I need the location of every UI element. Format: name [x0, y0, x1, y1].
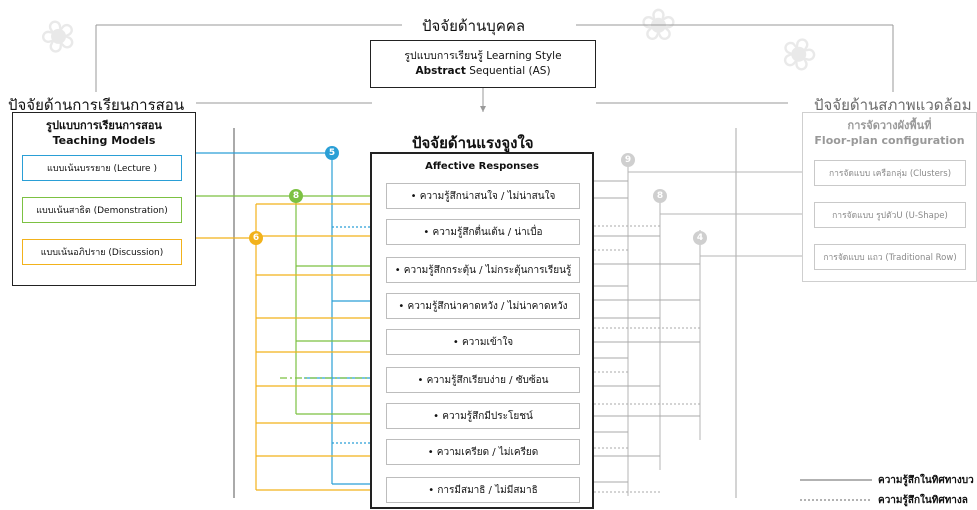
demonstration-badge: 8 [289, 189, 303, 203]
teaching-model-discussion: แบบเน้นอภิปราย (Discussion) [22, 239, 182, 265]
learning-style-line2: Abstract Sequential (AS) [415, 64, 550, 79]
learning-style-box: รูปแบบการเรียนรู้ Learning Style Abstrac… [370, 40, 596, 88]
environment-badge-3: 4 [693, 231, 707, 245]
affective-item-expectation: • ความรู้สึกน่าคาดหวัง / ไม่น่าคาดหวัง [386, 293, 580, 319]
teaching-model-demonstration: แบบเน้นสาธิต (Demonstration) [22, 197, 182, 223]
teaching-models-title-th: รูปแบบการเรียนการสอน [46, 119, 162, 132]
floor-plan-clusters: การจัดแบบ เครือกลุ่ม (Clusters) [814, 160, 966, 186]
learning-style-sequential: Sequential (AS) [465, 65, 551, 77]
environment-badge-1: 9 [621, 153, 635, 167]
floor-plan-traditional-row: การจัดแบบ แถว (Traditional Row) [814, 244, 966, 270]
floor-plan-u-shape: การจัดแบบ รูปตัวU (U-Shape) [814, 202, 966, 228]
motivation-factor-header: ปัจจัยด้านแรงจูงใจ [412, 134, 534, 152]
affective-item-concentration: • การมีสมาธิ / ไม่มีสมาธิ [386, 477, 580, 503]
affective-responses-title: Affective Responses [425, 161, 539, 172]
learning-style-abstract: Abstract [415, 65, 466, 77]
affective-item-stress: • ความเครียด / ไม่เครียด [386, 439, 580, 465]
environment-factor-header: ปัจจัยด้านสภาพแวดล้อม [810, 93, 976, 117]
personal-factor-header: ปัจจัยด้านบุคคล [418, 14, 530, 38]
learning-style-line1: รูปแบบการเรียนรู้ Learning Style [404, 50, 562, 62]
affective-item-interest: • ความรู้สึกน่าสนใจ / ไม่น่าสนใจ [386, 183, 580, 209]
teaching-model-lecture: แบบเน้นบรรยาย (Lecture ) [22, 155, 182, 181]
affective-item-excitement: • ความรู้สึกตื่นเต้น / น่าเบื่อ [386, 219, 580, 245]
legend-dotted-label: ความรู้สึกในทิศทางล [878, 495, 968, 506]
teaching-models-title-en: Teaching Models [52, 134, 156, 147]
affective-item-stimulation: • ความรู้สึกกระตุ้น / ไม่กระตุ้นการเรียน… [386, 257, 580, 283]
affective-item-usefulness: • ความรู้สึกมีประโยชน์ [386, 403, 580, 429]
affective-item-simplicity: • ความรู้สึกเรียบง่าย / ซับซ้อน [386, 367, 580, 393]
environment-badge-2: 8 [653, 189, 667, 203]
discussion-badge: 6 [249, 231, 263, 245]
floor-plan-title-en: Floor-plan configuration [814, 134, 965, 147]
lecture-badge: 5 [325, 146, 339, 160]
floor-plan-title-th: การจัดวางผังพื้นที่ [847, 119, 932, 132]
affective-item-understanding: • ความเข้าใจ [386, 329, 580, 355]
legend-solid-label: ความรู้สึกในทิศทางบว [878, 475, 974, 486]
